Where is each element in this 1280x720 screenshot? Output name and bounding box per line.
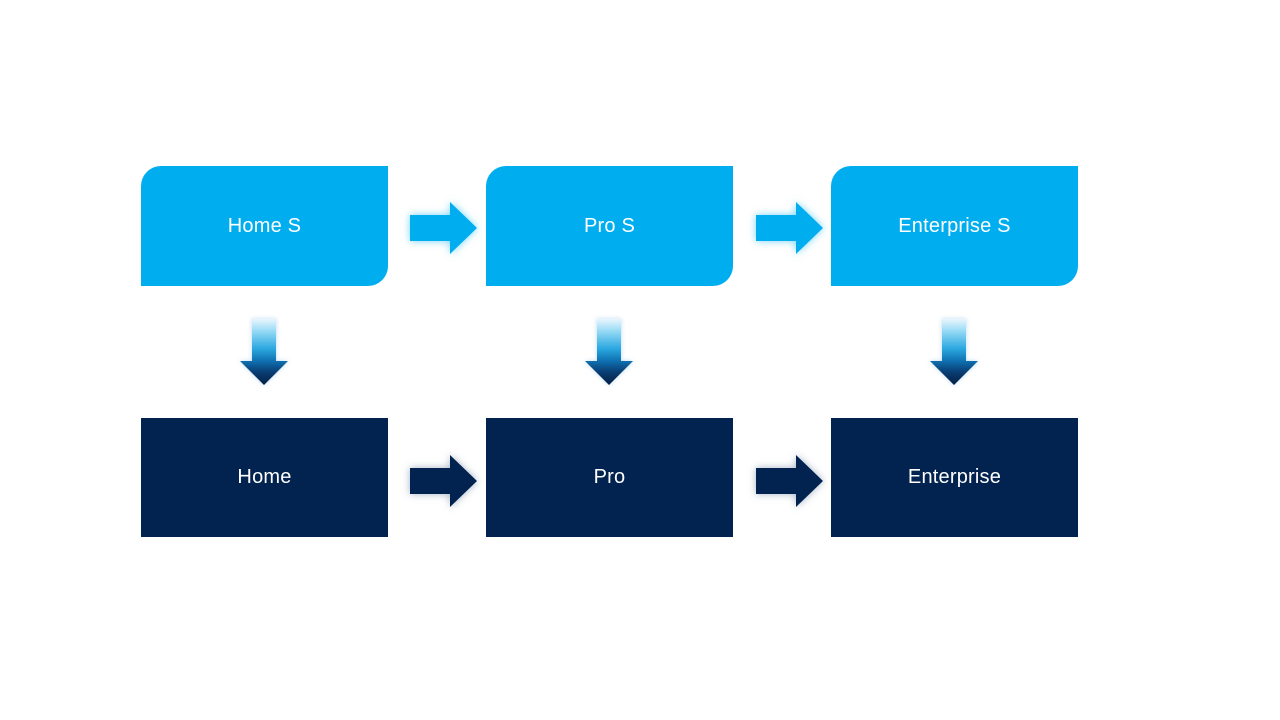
box-home-s-label: Home S — [227, 214, 302, 237]
box-pro-label: Pro — [593, 466, 626, 488]
box-home-s: Home S — [141, 166, 388, 286]
down-arrow-icon — [930, 319, 978, 385]
box-pro: Pro — [486, 418, 733, 537]
box-home-label: Home — [237, 466, 292, 488]
down-arrow-icon — [585, 319, 633, 385]
box-enterprise-label: Enterprise — [907, 466, 1002, 488]
right-arrow-icon — [410, 455, 477, 507]
right-arrow-icon — [756, 202, 823, 254]
box-pro-s: Pro S — [486, 166, 733, 286]
box-home: Home — [141, 418, 388, 537]
right-arrow-icon — [410, 202, 477, 254]
box-enterprise: Enterprise — [831, 418, 1078, 537]
right-arrow-icon — [756, 455, 823, 507]
box-pro-s-label: Pro S — [583, 214, 636, 237]
box-enterprise-s: Enterprise S — [831, 166, 1078, 286]
box-enterprise-s-label: Enterprise S — [898, 214, 1011, 237]
down-arrow-icon — [240, 319, 288, 385]
